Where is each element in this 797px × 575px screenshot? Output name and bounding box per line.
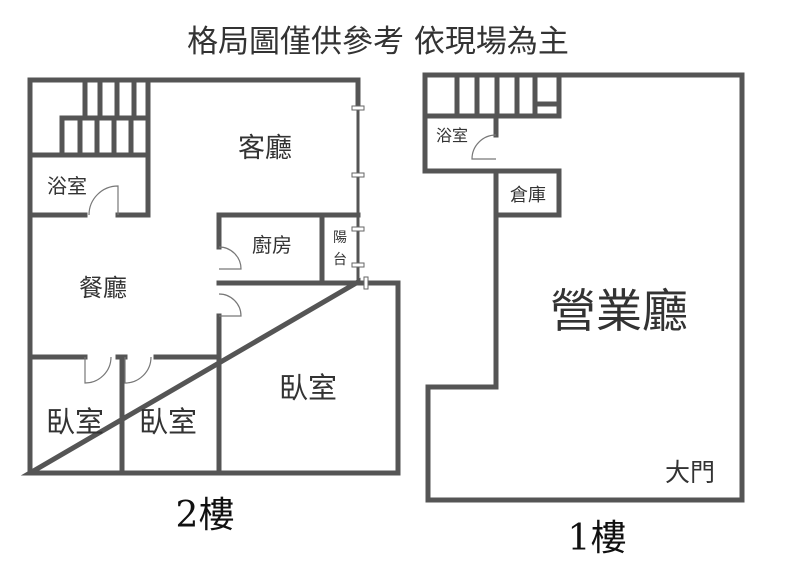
floor-2-plan: 客廳 浴室 廚房 陽 台 餐廳 臥室 臥室 臥室 2樓: [20, 77, 401, 536]
floor2-bath-label: 浴室: [47, 174, 87, 198]
floor2-kitchen-label: 廚房: [252, 233, 292, 257]
floor2-bedroom-middle-label: 臥室: [139, 405, 197, 439]
floor2-kitchen-wall: [216, 212, 361, 476]
plan-title: 格局圖僅供參考 依現場為主: [187, 24, 569, 60]
floor2-dining-label: 餐廳: [79, 274, 127, 302]
floor2-kitchen-door: [218, 246, 242, 270]
floor2-caption: 2樓: [176, 495, 235, 536]
floor1-bath-label: 浴室: [436, 126, 468, 145]
floor2-living-label: 客廳: [238, 133, 292, 164]
floor2-bedroom-door-middle: [124, 356, 152, 384]
floor1-main-door-label: 大門: [665, 458, 715, 487]
floor2-lower-bedroom-wall: [27, 354, 222, 476]
floor1-caption: 1樓: [568, 518, 627, 559]
floor1-business-hall-label: 營業廳: [550, 284, 688, 338]
floor2-bedroom-left-label: 臥室: [46, 405, 104, 439]
floor2-bath-door: [88, 185, 119, 216]
floor1-storage-wall: [493, 168, 562, 218]
floor2-bedroom-door-left: [84, 356, 112, 384]
floor2-bedroom-right-label: 臥室: [279, 371, 337, 405]
floor2-staircase: [27, 77, 151, 218]
floor1-bath-door: [471, 134, 497, 160]
floor1-staircase: [422, 72, 562, 119]
floor1-outer-wall: [422, 72, 745, 503]
floor2-balcony-label-1: 陽: [333, 230, 347, 246]
floor1-storage-label: 倉庫: [510, 185, 546, 206]
floor2-bedroom-door-right: [218, 293, 242, 317]
floor2-balcony-label-2: 台: [333, 252, 347, 268]
floor-1-plan: 浴室 倉庫 營業廳 大門 1樓: [422, 72, 745, 559]
